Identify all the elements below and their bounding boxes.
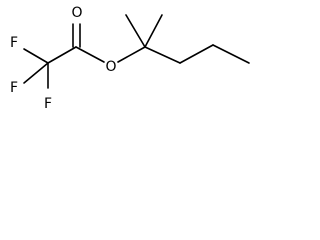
bond-oxygen-tertiary-carbon bbox=[117, 46, 146, 63]
atom-label-carbonyl-oxygen: O bbox=[71, 5, 82, 21]
structural-formula: O O F F F bbox=[10, 5, 250, 112]
bond-chain-1 bbox=[144, 46, 181, 64]
bond-cf3-carbonyl bbox=[47, 46, 77, 64]
bond-carbonyl-ester-oxygen bbox=[75, 46, 105, 63]
atom-label-fluorine-upper: F bbox=[10, 35, 18, 51]
atom-label-ester-oxygen: O bbox=[105, 59, 116, 75]
bond-c-f-lower bbox=[23, 62, 49, 84]
atom-label-fluorine-bottom: F bbox=[44, 96, 52, 112]
bond-tertiary-methyl-left bbox=[125, 14, 146, 48]
bond-c-f-upper bbox=[23, 48, 49, 64]
bonds bbox=[23, 14, 250, 89]
bond-tertiary-methyl-right bbox=[144, 14, 163, 48]
bond-chain-3 bbox=[212, 44, 250, 64]
atom-label-fluorine-lower: F bbox=[10, 80, 18, 96]
atom-labels: O O F F F bbox=[10, 5, 117, 112]
bond-chain-2 bbox=[179, 44, 214, 64]
